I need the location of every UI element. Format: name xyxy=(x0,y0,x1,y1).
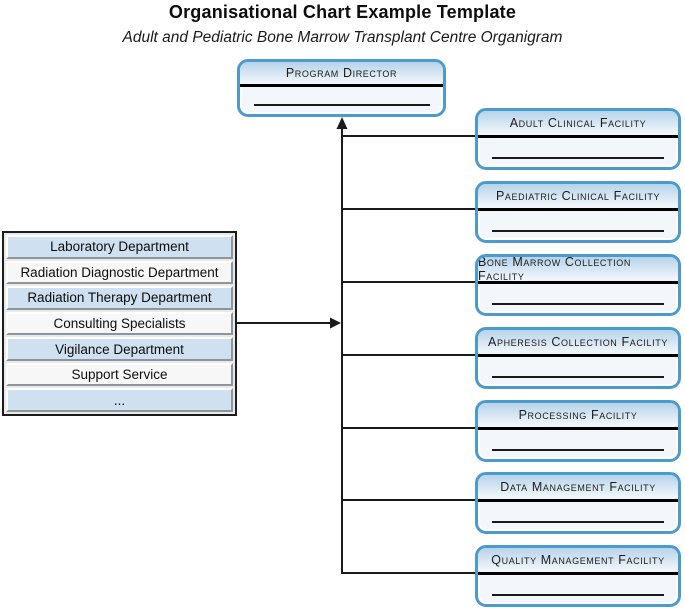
node-title: Program Director xyxy=(240,62,443,84)
name-blank-line xyxy=(492,230,664,232)
name-blank-line xyxy=(492,157,664,159)
node-title: Bone Marrow Collection Facility xyxy=(478,257,678,283)
node-divider xyxy=(478,354,678,357)
departments-list: Laboratory Department Radiation Diagnost… xyxy=(2,231,237,416)
arrowhead-right-icon xyxy=(330,317,341,329)
page-title: Organisational Chart Example Template xyxy=(168,2,517,22)
org-node-apheresis-collection-facility: Apheresis Collection Facility xyxy=(475,327,681,389)
name-blank-line xyxy=(492,303,664,305)
name-blank-line xyxy=(253,104,430,106)
list-item-support-service: Support Service xyxy=(6,362,233,387)
page-subtitle: Adult and Pediatric Bone Marrow Transpla… xyxy=(122,29,563,46)
node-divider xyxy=(478,281,678,284)
node-divider xyxy=(478,427,678,430)
org-node-adult-clinical-facility: Adult Clinical Facility xyxy=(475,108,681,170)
list-item-consulting-specialists: Consulting Specialists xyxy=(6,311,233,336)
node-divider xyxy=(240,84,443,87)
org-node-processing-facility: Processing Facility xyxy=(475,400,681,462)
node-title: Processing Facility xyxy=(478,403,678,427)
node-title: Data Management Facility xyxy=(478,475,678,499)
name-blank-line xyxy=(492,594,664,596)
node-divider xyxy=(478,208,678,211)
node-divider xyxy=(478,135,678,138)
org-node-data-management-facility: Data Management Facility xyxy=(475,472,681,534)
arrowhead-up-icon xyxy=(336,117,348,129)
list-item-radiation-therapy-department: Radiation Therapy Department xyxy=(6,286,233,310)
node-title: Adult Clinical Facility xyxy=(478,111,678,135)
node-title: Paediatric Clinical Facility xyxy=(478,184,678,208)
name-blank-line xyxy=(492,376,664,378)
node-divider xyxy=(478,499,678,502)
node-title: Quality Management Facility xyxy=(478,548,678,572)
list-item-laboratory-department: Laboratory Department xyxy=(6,235,233,259)
org-node-paediatric-clinical-facility: Paediatric Clinical Facility xyxy=(475,181,681,243)
org-node-program-director: Program Director xyxy=(237,59,446,117)
list-item-vigilance-department: Vigilance Department xyxy=(6,337,233,361)
list-item-ellipsis: ... xyxy=(6,388,233,413)
node-divider xyxy=(478,572,678,575)
node-title: Apheresis Collection Facility xyxy=(478,330,678,354)
org-node-quality-management-facility: Quality Management Facility xyxy=(475,545,681,607)
name-blank-line xyxy=(492,521,664,523)
name-blank-line xyxy=(492,449,664,451)
list-item-radiation-diagnostic-department: Radiation Diagnostic Department xyxy=(6,260,233,285)
org-node-bone-marrow-collection-facility: Bone Marrow Collection Facility xyxy=(475,254,681,316)
